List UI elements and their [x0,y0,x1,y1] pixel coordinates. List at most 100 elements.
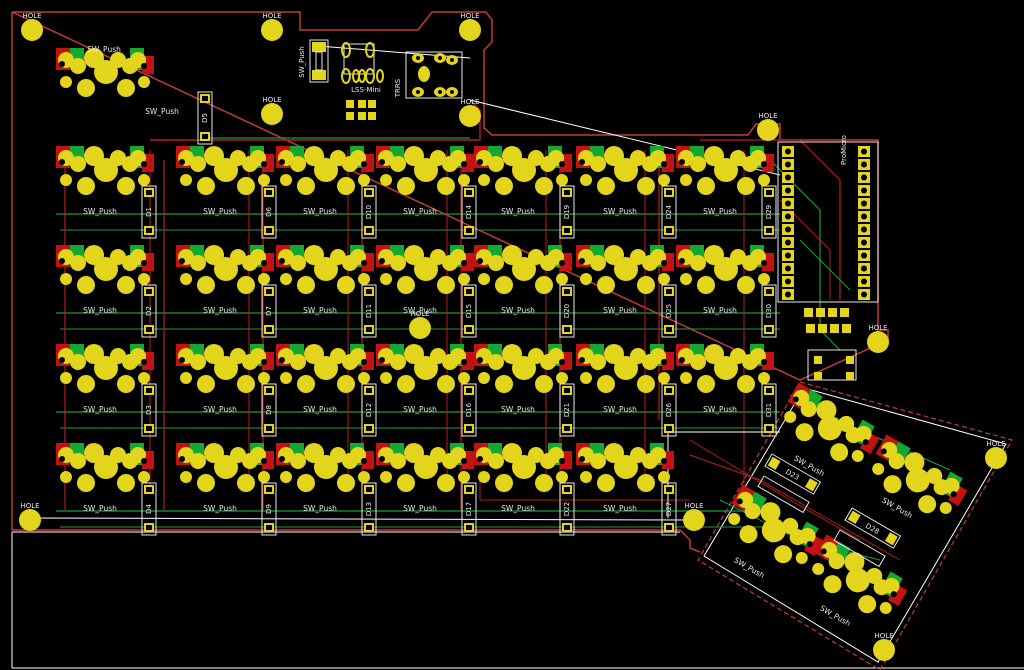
pad [380,174,392,186]
diode-footprint: D19 [559,185,575,239]
switch-label: SW_Push [145,107,179,116]
pad [845,427,862,444]
lss-pad [376,69,384,83]
diode-outline [261,185,277,239]
pad [180,174,192,186]
pad [905,468,930,493]
reset-pad [846,372,854,380]
pad [380,372,392,384]
switch-footprint [576,344,674,393]
diode-drill [466,487,472,492]
thumb-trace-2 [689,454,901,561]
diode-label: D14 [465,204,473,219]
pad [280,174,292,186]
diode-label: D1 [145,207,153,217]
switch-label: SW_Push [203,504,237,513]
pad [197,177,215,195]
switch-label: SW_Push [303,504,337,513]
diode-drill [766,228,772,233]
pad [478,273,490,285]
thumb-switch [728,484,824,564]
hole-label: HOLE [262,12,281,20]
promicro-drill [861,226,867,233]
airwire [23,517,691,521]
board-outline [11,11,1024,670]
diode-outline [461,482,477,536]
pad [512,257,536,281]
top-switch-body [315,51,323,71]
promicro-drill [785,161,791,168]
pad [918,495,937,514]
diode-footprint: D10 [361,185,377,239]
pad [580,372,592,384]
pad [397,375,415,393]
diode-drill [466,525,472,530]
pad [637,177,655,195]
pad [380,471,392,483]
diode-label: D30 [765,304,773,318]
promicro-drill [785,174,791,181]
pad [60,76,72,88]
pad [280,273,292,285]
pad [414,257,438,281]
promicro-label: ProMicro [840,135,848,165]
pad [297,177,315,195]
pad [358,273,370,285]
pad [442,354,458,370]
switch-footprint [872,434,968,514]
pad [237,276,255,294]
switch-footprint [728,484,824,564]
diode-label: D22 [563,502,571,516]
pad-red [948,484,968,507]
diode-outline [461,185,477,239]
pad [94,356,118,380]
diode-drill [366,525,372,530]
drill [679,159,685,165]
diode-footprint: D26 [661,383,677,437]
drill [661,458,667,464]
pad [742,354,758,370]
drill [792,396,799,403]
diode-label: D9 [265,504,273,514]
pad [495,474,513,492]
pad [242,255,258,271]
pad [337,177,355,195]
pad [614,356,638,380]
pad [397,276,415,294]
pad [883,475,902,494]
pad [488,453,504,469]
promicro-drill [861,265,867,272]
pad [458,471,470,483]
switch-footprint [56,48,154,97]
hole-pad [409,317,431,339]
pad [690,354,706,370]
pad [823,575,842,594]
pad [858,595,877,614]
pad [237,474,255,492]
diode-label: D5 [201,113,209,123]
diode-label: D21 [563,403,571,417]
diode-footprint: D24 [661,185,677,239]
diode-footprint: D29 [761,185,777,239]
drill [261,359,267,365]
diode-footprint: D21 [559,383,575,437]
trrs-drill [438,56,442,60]
diode-footprint: D6 [261,185,277,239]
drill [361,260,367,266]
diode-drill [766,190,772,195]
diode-label: D6 [265,207,273,217]
pad [138,471,150,483]
switch-label: SW_Push [303,405,337,414]
diode-outline [361,482,377,536]
diode-drill [666,426,672,431]
diode-drill [466,228,472,233]
promicro-drill [861,161,867,168]
pad [737,375,755,393]
diode-drill [366,487,372,492]
drill [59,61,65,67]
pad [580,471,592,483]
drill [461,359,467,365]
diode-drill [564,388,570,393]
switch-footprint [176,245,274,294]
pad [879,601,892,614]
